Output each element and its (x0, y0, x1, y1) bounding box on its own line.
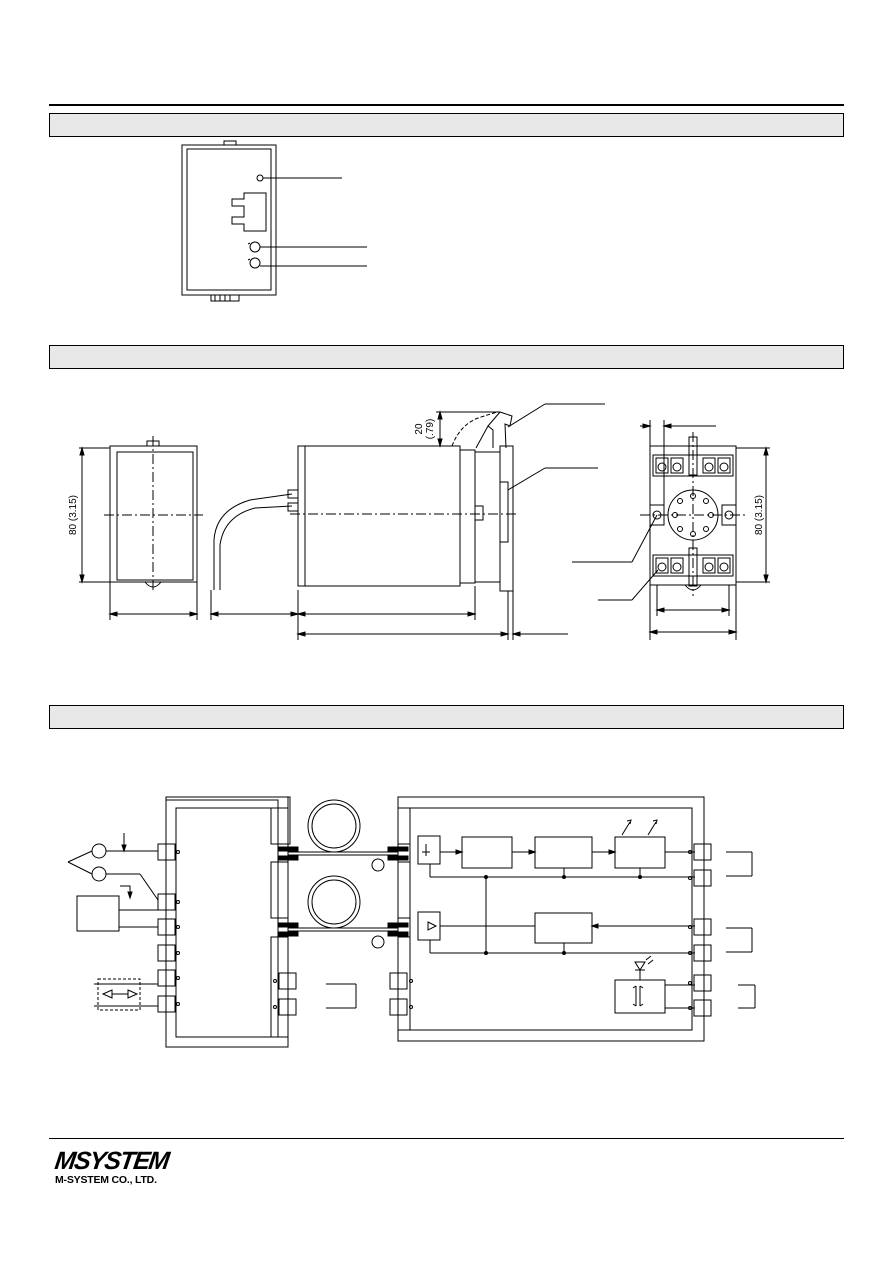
logo-mark: MSYSTEM (53, 1147, 171, 1175)
socket-height-label: 80 (3.15) (754, 495, 765, 535)
top-rule (49, 104, 844, 106)
section-bar-front-view (49, 113, 844, 137)
clearance-inch-label: (.79) (425, 419, 436, 440)
section-bar-dimensions (49, 345, 844, 369)
company-name: M-SYSTEM CO., LTD. (55, 1174, 157, 1186)
span-adjust-icon (249, 257, 261, 269)
clearance-label: 20 (414, 423, 425, 435)
m-system-logo: MSYSTEM M-SYSTEM CO., LTD. (53, 1147, 189, 1186)
bottom-rule (49, 1138, 844, 1139)
front-height-label: 80 (3.15) (68, 495, 79, 535)
section-bar-block-diagram (49, 705, 844, 729)
